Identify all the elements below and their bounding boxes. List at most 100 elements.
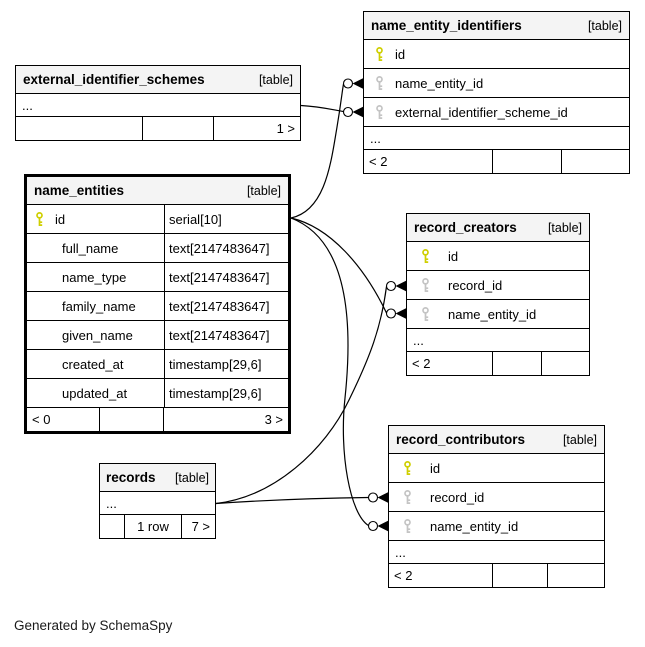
table-tag: [table] (562, 432, 597, 447)
more-columns-row: ... (16, 94, 300, 117)
table-title: name_entity_identifiers (371, 18, 522, 33)
ellipsis-label: ... (370, 130, 381, 146)
table-footer: < 2 (364, 150, 629, 173)
more-columns-row: ... (389, 541, 604, 564)
table-footer: 1 > (16, 117, 300, 140)
table-tag: [table] (547, 220, 582, 235)
table-title: name_entities (34, 183, 125, 198)
table-records[interactable]: records [table] ... 1 row 7 > (99, 463, 216, 539)
more-columns-row: ... (407, 329, 589, 352)
column-row: id (389, 454, 604, 483)
generator-caption: Generated by SchemaSpy (14, 618, 173, 633)
column-row: given_name text[2147483647] (27, 321, 288, 350)
footer-cell (493, 352, 542, 375)
primary-key-icon (402, 460, 413, 476)
footer-cell: 7 > (182, 515, 215, 538)
column-name: record_id (430, 489, 485, 505)
fk-line-ext-schemes-to-identifiers (300, 104, 344, 113)
table-name-entity-identifiers[interactable]: name_entity_identifiers [table] id name_… (363, 11, 630, 174)
fk-arrowhead (395, 308, 406, 319)
column-row: family_name text[2147483647] (27, 292, 288, 321)
parents-count: < 2 (394, 568, 413, 583)
zero-many-circle (367, 492, 379, 503)
column-row: name_entity_id (407, 300, 589, 329)
fk-line-name-entities-to-record-creators (290, 217, 388, 314)
column-name: family_name (62, 298, 136, 314)
table-external-identifier-schemes[interactable]: external_identifier_schemes [table] ... … (15, 65, 301, 141)
foreign-key-icon (374, 104, 385, 120)
column-name: name_type (62, 269, 127, 285)
table-header[interactable]: records [table] (100, 464, 215, 492)
fk-line-name-entities-to-record-contributors (290, 217, 369, 527)
footer-cell (562, 150, 629, 173)
footer-cell (542, 352, 589, 375)
column-name: id (395, 46, 406, 62)
footer-cell (548, 564, 604, 587)
table-title: record_contributors (396, 432, 526, 447)
footer-cell (100, 408, 164, 431)
parents-count: < 0 (32, 412, 51, 427)
primary-key-icon (420, 248, 431, 264)
table-footer: < 2 (407, 352, 589, 375)
table-header[interactable]: external_identifier_schemes [table] (16, 66, 300, 94)
table-footer: < 2 (389, 564, 604, 587)
children-count: 7 > (191, 519, 210, 534)
parents-count: 1 > (276, 121, 295, 136)
column-name: created_at (62, 356, 124, 372)
table-header[interactable]: record_contributors [table] (389, 426, 604, 454)
zero-many-circle (385, 308, 397, 319)
footer-cell (493, 150, 562, 173)
zero-many-circle (342, 78, 354, 89)
table-tag: [table] (587, 18, 622, 33)
fk-arrowhead (352, 78, 363, 89)
footer-cell: 1 row (125, 515, 182, 538)
table-header[interactable]: name_entities [table] (27, 177, 288, 205)
table-tag: [table] (258, 72, 293, 87)
column-row: id (364, 40, 629, 69)
children-count: < 2 (369, 154, 388, 169)
column-type: text[2147483647] (169, 298, 270, 314)
column-row: record_id (389, 483, 604, 512)
footer-cell: 1 > (214, 117, 300, 140)
column-name: given_name (62, 327, 133, 343)
more-columns-row: ... (364, 127, 629, 150)
table-tag: [table] (174, 470, 209, 485)
column-row: record_id (407, 271, 589, 300)
table-name-entities[interactable]: name_entities [table] id serial[10] full… (24, 174, 291, 434)
footer-cell: 3 > (164, 408, 288, 431)
table-header[interactable]: record_creators [table] (407, 214, 589, 242)
table-title: external_identifier_schemes (23, 72, 205, 87)
table-header[interactable]: name_entity_identifiers [table] (364, 12, 629, 40)
column-name: id (430, 460, 441, 476)
table-title: records (106, 470, 156, 485)
table-record-creators[interactable]: record_creators [table] id record_id nam… (406, 213, 590, 376)
footer-cell: < 0 (27, 408, 100, 431)
ellipsis-label: ... (395, 544, 406, 560)
column-row: id serial[10] (27, 205, 288, 234)
column-type: text[2147483647] (169, 240, 270, 256)
column-row: name_entity_id (389, 512, 604, 541)
footer-cell: < 2 (407, 352, 493, 375)
column-name: name_entity_id (448, 306, 537, 322)
zero-many-circle (367, 520, 379, 532)
fk-arrowhead (395, 280, 406, 292)
table-footer: 1 row 7 > (100, 515, 215, 538)
column-name: full_name (62, 240, 119, 256)
table-title: record_creators (414, 220, 517, 235)
foreign-key-icon (420, 306, 431, 322)
table-record-contributors[interactable]: record_contributors [table] id record_id… (388, 425, 605, 588)
more-columns-row: ... (100, 492, 215, 515)
column-type: timestamp[29,6] (169, 356, 262, 372)
fk-arrowhead (377, 520, 388, 532)
table-footer: < 0 3 > (27, 408, 288, 431)
zero-many-circle (385, 280, 397, 292)
fk-line-records-to-record-contributors (215, 496, 369, 505)
column-name: external_identifier_scheme_id (395, 104, 568, 120)
column-row: name_type text[2147483647] (27, 263, 288, 292)
footer-cell (16, 117, 143, 140)
zero-many-circle (342, 106, 354, 118)
footer-cell: < 2 (389, 564, 493, 587)
ellipsis-label: ... (22, 97, 33, 113)
foreign-key-icon (402, 489, 413, 505)
